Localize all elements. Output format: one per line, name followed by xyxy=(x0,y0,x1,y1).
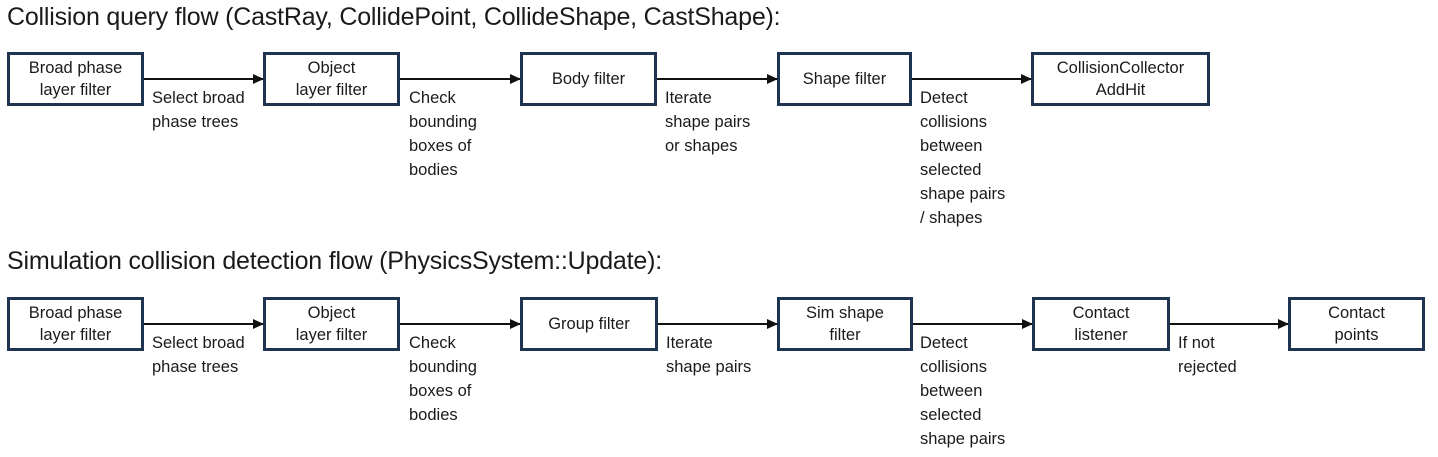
edge-label-select-broad-phase-trees-sim: Select broad phase trees xyxy=(152,334,245,376)
edge-label-iterate-shape-pairs: Iterate shape pairs xyxy=(666,334,752,376)
flow1-title: Collision query flow (CastRay, CollidePo… xyxy=(7,3,781,31)
flow-arrow-icon xyxy=(912,78,1031,80)
flow2-title: Simulation collision detection flow (Phy… xyxy=(7,247,662,275)
edge-label-iterate-shape-pairs-or-shapes: Iterate shape pairs or shapes xyxy=(665,89,751,155)
node-group-filter: Group filter xyxy=(520,297,658,351)
node-broad-phase-layer-filter-sim: Broad phase layer filter xyxy=(7,297,144,351)
node-broad-phase-layer-filter: Broad phase layer filter xyxy=(7,52,144,106)
node-contact-listener: Contact listener xyxy=(1032,297,1170,351)
edge-label-if-not-rejected: If not rejected xyxy=(1178,334,1237,376)
edge-label-check-bounding-boxes-sim: Check bounding boxes of bodies xyxy=(409,334,477,424)
node-collisioncollector-addhit: CollisionCollector AddHit xyxy=(1031,52,1210,106)
node-contact-points: Contact points xyxy=(1288,297,1425,351)
node-body-filter: Body filter xyxy=(520,52,657,106)
flow-arrow-icon xyxy=(400,78,520,80)
flow-arrow-icon xyxy=(1170,323,1288,325)
flow-arrow-icon xyxy=(658,323,777,325)
flow-arrow-icon xyxy=(657,78,777,80)
flow-arrow-icon xyxy=(144,323,263,325)
node-object-layer-filter-sim: Object layer filter xyxy=(263,297,400,351)
edge-label-detect-collisions-sim: Detect collisions between selected shape… xyxy=(920,334,1006,448)
node-object-layer-filter: Object layer filter xyxy=(263,52,400,106)
edge-label-detect-collisions-query: Detect collisions between selected shape… xyxy=(920,89,1006,227)
edge-label-check-bounding-boxes: Check bounding boxes of bodies xyxy=(409,89,477,179)
node-sim-shape-filter: Sim shape filter xyxy=(777,297,913,351)
flow-arrow-icon xyxy=(913,323,1032,325)
edge-label-select-broad-phase-trees: Select broad phase trees xyxy=(152,89,245,131)
flow-arrow-icon xyxy=(144,78,263,80)
flow-arrow-icon xyxy=(400,323,520,325)
node-shape-filter: Shape filter xyxy=(777,52,912,106)
